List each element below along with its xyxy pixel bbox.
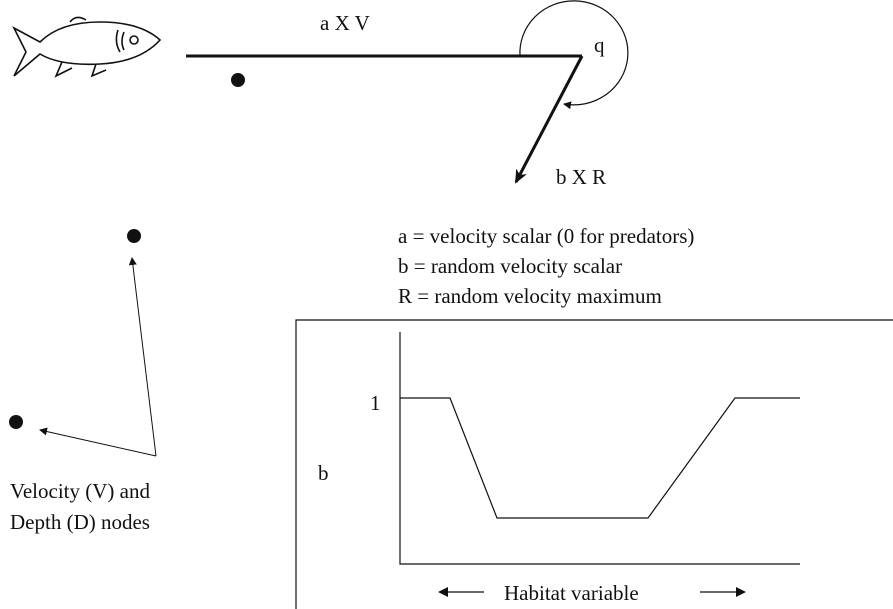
definition-r: R = random velocity maximum [398, 284, 662, 308]
inset-x-label: Habitat variable [504, 581, 639, 605]
node-top [127, 229, 141, 243]
node-arrow-up [128, 257, 157, 457]
definition-b: b = random velocity scalar [398, 254, 622, 278]
inset-curve [400, 397, 800, 519]
inset-plot-frame [295, 319, 893, 609]
inset-plot-axes [399, 332, 800, 565]
nodes-caption-line2: Depth (D) nodes [10, 510, 150, 534]
node-arrow-left [39, 427, 157, 457]
angle-label: q [594, 33, 605, 57]
fish-icon [12, 16, 162, 78]
random-vector-label: b X R [556, 165, 606, 189]
nodes-caption-line1: Velocity (V) and [10, 479, 150, 503]
particle-dot [231, 73, 245, 87]
node-left [9, 415, 23, 429]
random-vector-line [514, 55, 584, 184]
drift-vector-label: a X V [320, 11, 370, 35]
definition-a: a = velocity scalar (0 for predators) [398, 224, 694, 248]
inset-y-label: b [318, 461, 329, 485]
inset-y-tick: 1 [370, 391, 381, 415]
angle-arc [519, 0, 629, 110]
